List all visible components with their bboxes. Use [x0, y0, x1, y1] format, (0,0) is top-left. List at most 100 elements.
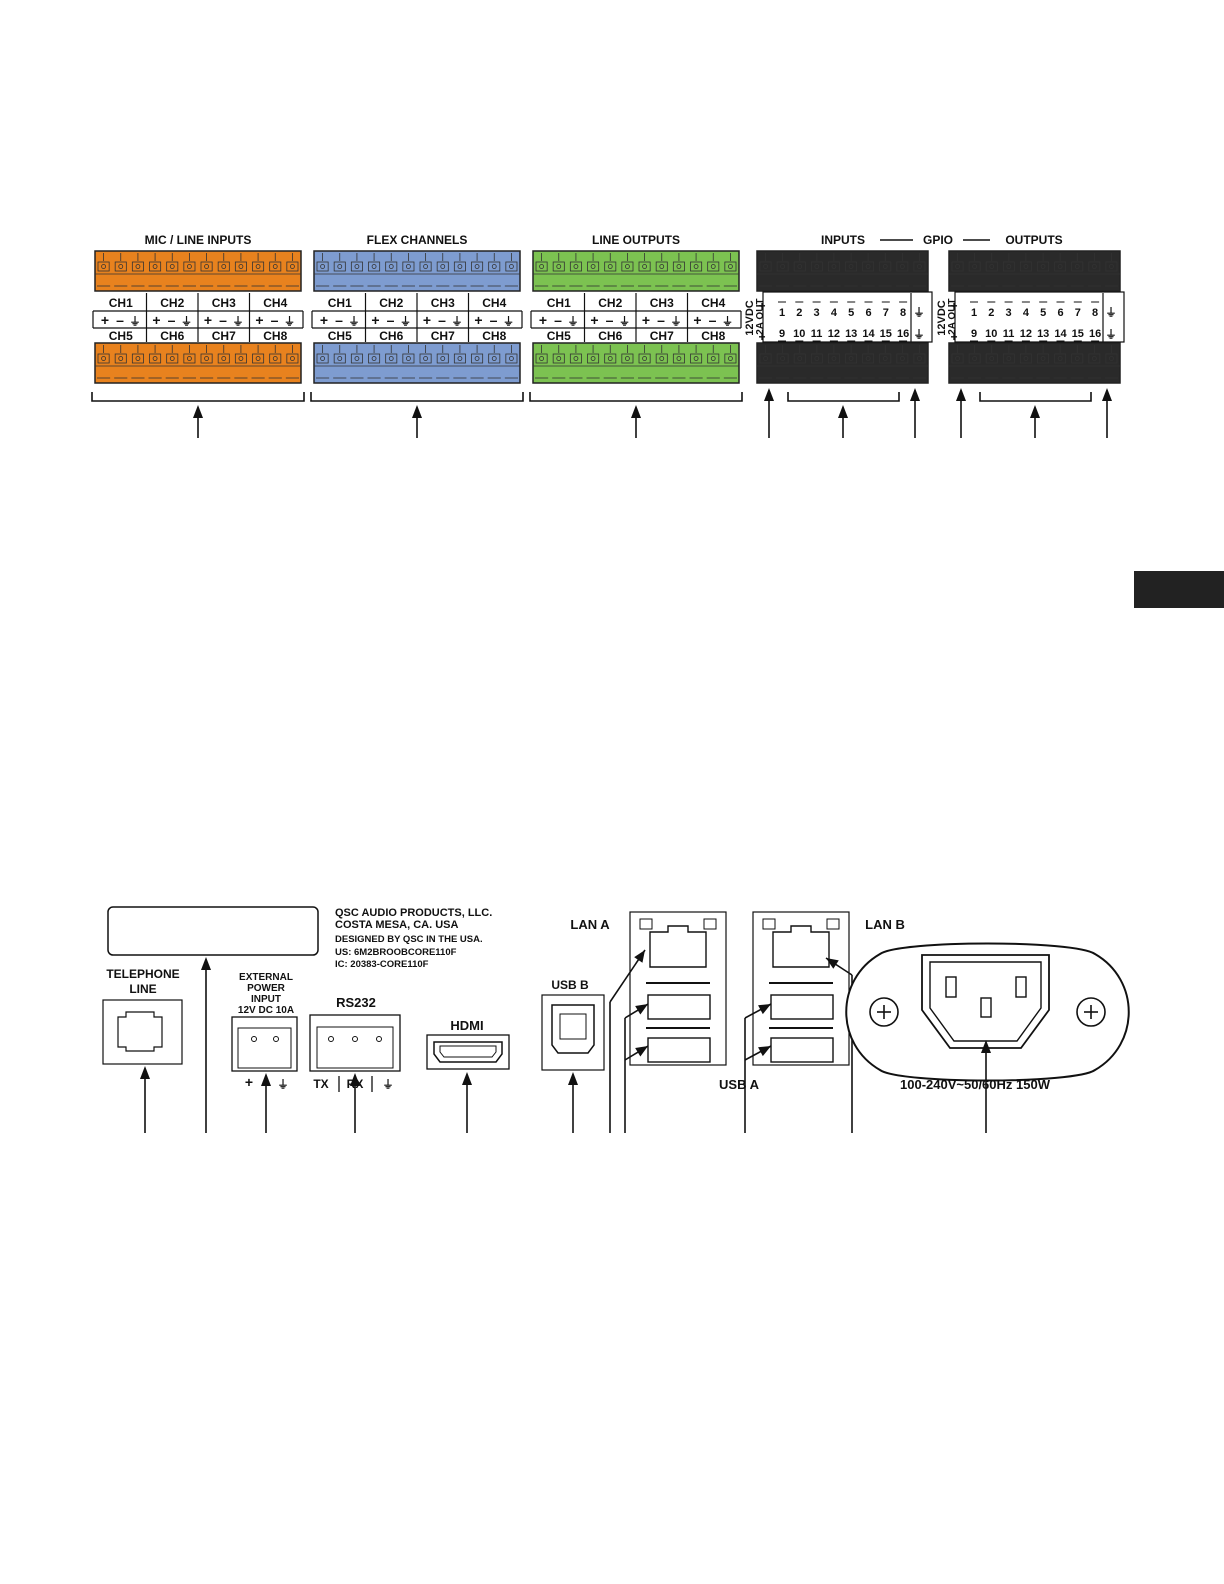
gpio-number: 15 — [1072, 328, 1084, 340]
pin-screw — [972, 356, 978, 361]
pin-screw — [814, 264, 820, 269]
pin-screw — [337, 356, 343, 361]
pin-socket — [1071, 261, 1084, 272]
pin-screw — [169, 356, 175, 361]
pin-screw — [1006, 264, 1012, 269]
pin-socket — [200, 353, 213, 364]
pin-socket — [951, 353, 964, 364]
pin-socket — [1002, 353, 1015, 364]
pin-screw — [406, 356, 411, 361]
pin-socket — [569, 353, 582, 364]
pin-screw — [1006, 356, 1012, 361]
channel-label: CH8 — [482, 329, 506, 343]
pin-socket — [672, 353, 685, 364]
pin-socket — [269, 353, 282, 364]
pin-socket — [402, 261, 415, 272]
pin-screw — [118, 356, 124, 361]
pin-socket — [419, 261, 432, 272]
connector-body — [532, 342, 740, 384]
hdmi-label: HDMI — [450, 1018, 483, 1033]
channel-label: CH7 — [431, 329, 455, 343]
gpio-number: 16 — [1089, 328, 1101, 340]
connector-body — [94, 342, 302, 384]
telephone-label: LINE — [129, 982, 156, 996]
pin-socket — [879, 261, 892, 272]
section-tab — [1134, 571, 1224, 608]
name-plate-arrow — [201, 957, 211, 1133]
pin-screw — [1091, 264, 1097, 269]
gpio-ground: ⏚ — [1106, 306, 1117, 319]
arrow-head — [568, 1072, 578, 1085]
gpio-number: 15 — [880, 328, 892, 340]
pin-socket — [810, 353, 823, 364]
polarity-ground: ⏚ — [181, 315, 192, 328]
pin-screw — [865, 264, 871, 269]
pin-socket — [1105, 261, 1118, 272]
pin-screw — [797, 264, 803, 269]
mount-screw — [1076, 997, 1106, 1027]
pin-screw — [607, 264, 613, 269]
usb-a-arrow-1-head — [635, 1004, 648, 1015]
hdmi-port — [433, 1041, 503, 1063]
pin-socket — [1002, 261, 1015, 272]
pin-socket — [776, 353, 789, 364]
pin-socket — [776, 261, 789, 272]
polarity-ground: ⏚ — [671, 315, 682, 328]
pin-socket — [333, 261, 346, 272]
pin-screw — [693, 356, 699, 361]
arrow-head — [981, 1040, 991, 1053]
pin-socket — [913, 261, 926, 272]
pin-screw — [539, 264, 544, 269]
gpio-number: 10 — [793, 328, 805, 340]
gpio-plus: + — [950, 299, 957, 313]
pin-socket — [419, 353, 432, 364]
polarity-ground: ⏚ — [722, 315, 733, 328]
channel-label: CH3 — [431, 296, 455, 310]
pin-screw — [972, 264, 978, 269]
pin-socket — [269, 261, 282, 272]
pin-screw — [371, 264, 377, 269]
polarity-ground: ⏚ — [568, 315, 579, 328]
pin-screw — [238, 264, 244, 269]
pin-screw — [642, 356, 647, 361]
pin-socket — [793, 261, 806, 272]
gpio-number: 3 — [1006, 307, 1012, 319]
polarity-ground: ⏚ — [349, 315, 360, 328]
pin-socket — [488, 261, 501, 272]
gpio-ground: ⏚ — [914, 306, 925, 319]
pin-socket — [707, 353, 720, 364]
pin-screw — [354, 264, 360, 269]
polarity-minus: – — [438, 312, 446, 328]
pin-socket — [316, 261, 329, 272]
pin-socket — [402, 353, 415, 364]
channel-label: CH1 — [328, 296, 352, 310]
arrow-head — [140, 1066, 150, 1079]
gpio-number: 8 — [1092, 307, 1098, 319]
gpio-outputs-bottom-connector — [948, 342, 1121, 384]
pin-screw — [221, 264, 227, 269]
gpio-number: 1 — [779, 307, 785, 319]
channel-label: CH5 — [328, 329, 352, 343]
pin-socket — [286, 261, 299, 272]
gpio-outputs-top-connector — [948, 250, 1121, 292]
company-text: QSC AUDIO PRODUCTS, LLC. — [335, 907, 492, 919]
power-plus: + — [245, 1074, 253, 1090]
gpio-number: 16 — [897, 328, 909, 340]
gpio-number: 13 — [845, 328, 857, 340]
pin-screw — [676, 264, 682, 269]
gpio-number: 14 — [862, 328, 875, 340]
polarity-plus: + — [642, 312, 650, 328]
pin-screw — [204, 356, 209, 361]
pin-socket — [1020, 353, 1032, 364]
pin-screw — [187, 264, 192, 269]
ext-power-label: INPUT — [251, 994, 281, 1005]
pin-socket — [471, 261, 484, 272]
pin-screw — [101, 356, 106, 361]
pin-screw — [955, 264, 960, 269]
pin-screw — [1023, 264, 1029, 269]
pin-socket — [845, 353, 858, 364]
iec-socket-inner — [929, 961, 1042, 1042]
rj45-port — [772, 925, 830, 968]
pin-screw — [539, 356, 544, 361]
